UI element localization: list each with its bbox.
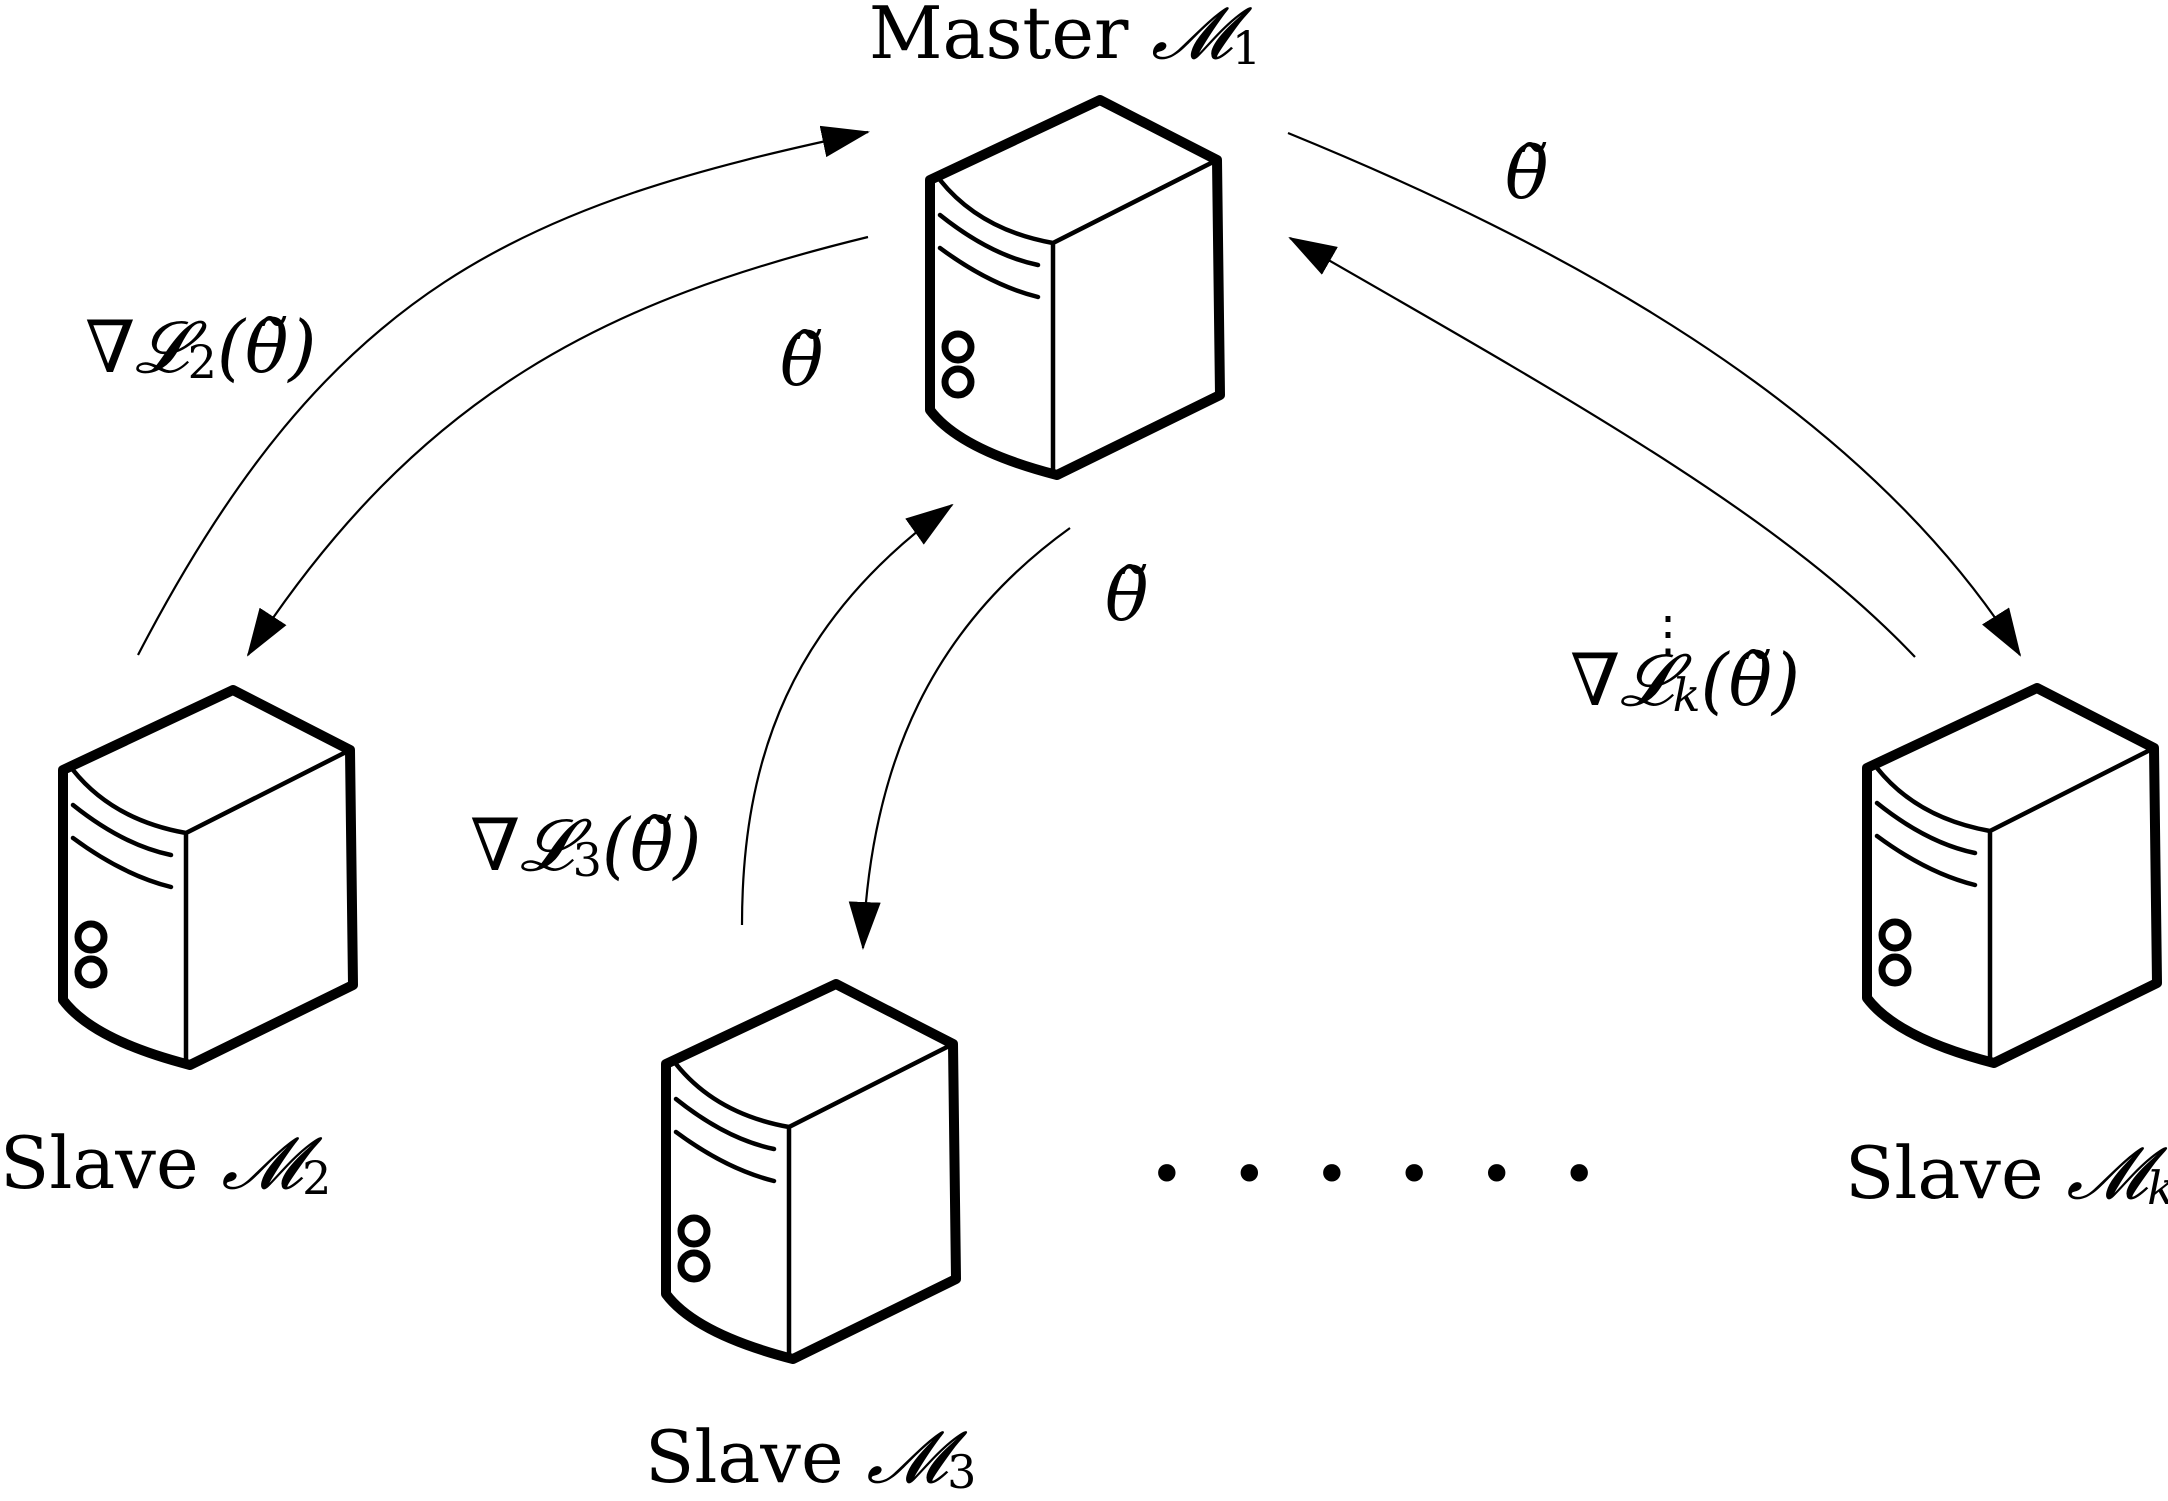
arrow-master-to-slave3 (848, 527, 1071, 950)
theta-label-to-slavek: θ̃ (1505, 131, 1548, 215)
grad-label-3: ∇𝓛3(θ̃) (470, 803, 701, 887)
horizontal-ellipsis: • • • • • • (1149, 1140, 1611, 1210)
slave2-label: Slave 𝓜2 (0, 1121, 331, 1205)
arrow-slave2-to-master (137, 125, 870, 656)
slave3-server-icon (666, 984, 956, 1359)
theta-label-to-slave2: θ̃ (780, 318, 823, 402)
master-server-icon (930, 100, 1220, 475)
arrow-master-to-slavek (1287, 131, 2022, 657)
slave2-server-icon (63, 690, 353, 1065)
arrow-slavek-to-master (1288, 237, 1916, 658)
slavek-server-icon (1867, 688, 2157, 1063)
theta-label-to-slave3: θ̃ (1105, 553, 1148, 637)
arrow-slave3-to-master (740, 503, 954, 926)
slave3-label: Slave 𝓜3 (645, 1415, 976, 1496)
arrow-master-to-slave2 (246, 235, 869, 657)
grad-label-k: ∇𝓛k(θ̃) (1570, 638, 1800, 722)
master-label: Master 𝓜1 (869, 0, 1261, 75)
vertical-dots: ⋮ (1644, 606, 1692, 662)
slavek-label: Slave 𝓜k (1845, 1131, 2168, 1215)
grad-label-2: ∇𝓛2(θ̃) (85, 305, 316, 389)
